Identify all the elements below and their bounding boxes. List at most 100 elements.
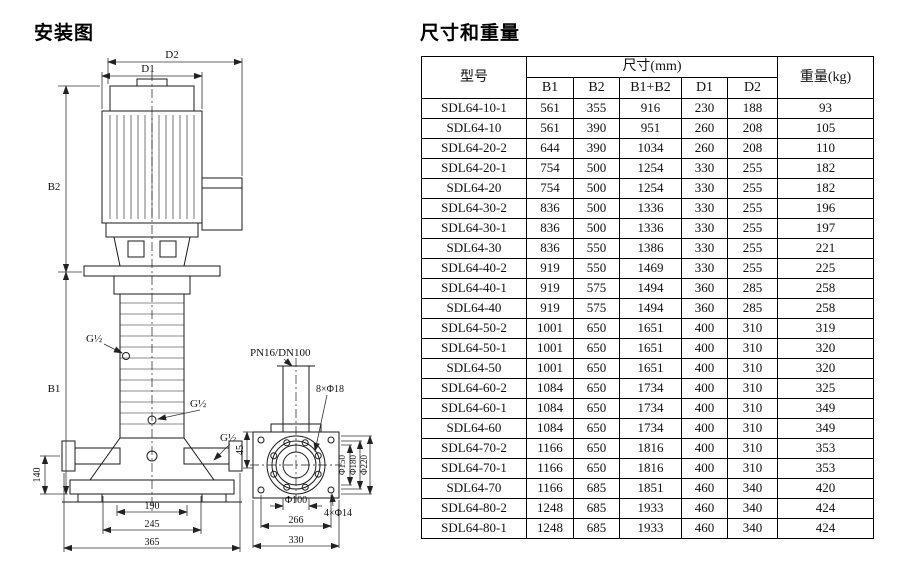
b1-b2-cell: 1651	[619, 358, 682, 379]
b2-cell: 390	[573, 118, 620, 139]
b1-b2-cell: 1651	[619, 318, 682, 339]
b2-cell: 650	[573, 318, 620, 339]
d2-cell: 340	[727, 518, 778, 539]
d1-cell: 460	[681, 518, 728, 539]
pump-outline	[61, 72, 243, 512]
b1-cell: 644	[526, 138, 574, 159]
weight-cell: 420	[777, 478, 874, 499]
model-cell: SDL64-30-1	[421, 218, 527, 239]
dim-label-140: 140	[32, 468, 43, 483]
b1-b2-cell: 1254	[619, 178, 682, 199]
model-cell: SDL64-70-1	[421, 458, 527, 479]
b2-cell: 685	[573, 478, 620, 499]
weight-cell: 110	[777, 138, 874, 159]
model-cell: SDL64-20-2	[421, 138, 527, 159]
model-cell: SDL64-70	[421, 478, 527, 499]
b2-cell: 575	[573, 278, 620, 299]
model-cell: SDL64-30-2	[421, 198, 527, 219]
b1-cell: 1001	[526, 338, 574, 359]
dimension-labels: D2 D1 B2 B1 140 G½ G½ G½ PN16/DN100 8×Φ1…	[32, 49, 369, 548]
d1-cell: 400	[681, 378, 728, 399]
b2-cell: 685	[573, 498, 620, 519]
weight-cell: 105	[777, 118, 874, 139]
d1-cell: 360	[681, 278, 728, 299]
model-cell: SDL64-80-1	[421, 518, 527, 539]
port-label-g-half-top: G½	[86, 333, 102, 345]
header-b1b2: B1+B2	[619, 77, 682, 99]
dim-label-phi150: Φ150	[337, 454, 347, 475]
b1-b2-cell: 1254	[619, 158, 682, 179]
b1-b2-cell: 1336	[619, 198, 682, 219]
b2-cell: 650	[573, 378, 620, 399]
d1-cell: 460	[681, 478, 728, 499]
weight-cell: 319	[777, 318, 874, 339]
dim-label-330: 330	[289, 535, 304, 546]
b1-cell: 1084	[526, 418, 574, 439]
b1-cell: 1166	[526, 478, 574, 499]
header-d1: D1	[681, 77, 728, 99]
model-cell: SDL64-30	[421, 238, 527, 259]
flange-detail	[250, 358, 342, 502]
weight-cell: 197	[777, 218, 874, 239]
model-cell: SDL64-20	[421, 178, 527, 199]
b2-cell: 575	[573, 298, 620, 319]
port-label-g-half-low: G½	[220, 432, 236, 444]
b1-cell: 1001	[526, 318, 574, 339]
b1-cell: 561	[526, 98, 574, 119]
port-label-g-half-mid: G½	[190, 398, 206, 410]
model-cell: SDL64-60-2	[421, 378, 527, 399]
b1-b2-cell: 1734	[619, 418, 682, 439]
table-title: 尺寸和重量	[420, 23, 521, 44]
header-size-group: 尺寸(mm)	[526, 56, 778, 78]
b1-b2-cell: 1494	[619, 298, 682, 319]
d2-cell: 310	[727, 458, 778, 479]
d2-cell: 310	[727, 318, 778, 339]
d1-cell: 400	[681, 358, 728, 379]
d2-cell: 188	[727, 98, 778, 119]
dim-label-245: 245	[145, 519, 160, 530]
weight-cell: 325	[777, 378, 874, 399]
weight-cell: 349	[777, 418, 874, 439]
installation-drawing: D2 D1 B2 B1 140 G½ G½ G½ PN16/DN100 8×Φ1…	[32, 49, 374, 552]
model-cell: SDL64-50-2	[421, 318, 527, 339]
b1-b2-cell: 951	[619, 118, 682, 139]
dim-label-phi220: Φ220	[359, 454, 369, 475]
b2-cell: 650	[573, 398, 620, 419]
weight-cell: 258	[777, 298, 874, 319]
diagram-title: 安装图	[34, 23, 95, 44]
d1-cell: 400	[681, 338, 728, 359]
header-b2: B2	[573, 77, 620, 99]
header-d2: D2	[727, 77, 778, 99]
dimensions-weight-table: 型号 尺寸(mm) 重量(kg) B1 B2 B1+B2 D1 D2 SDL64…	[421, 56, 874, 539]
header-row-2: B1 B2 B1+B2 D1 D2	[422, 77, 874, 99]
b1-b2-cell: 1034	[619, 138, 682, 159]
weight-cell: 424	[777, 518, 874, 539]
weight-cell: 182	[777, 158, 874, 179]
weight-cell: 258	[777, 278, 874, 299]
b1-cell: 561	[526, 118, 574, 139]
d2-cell: 208	[727, 138, 778, 159]
b1-cell: 919	[526, 278, 574, 299]
d2-cell: 310	[727, 358, 778, 379]
b1-cell: 754	[526, 178, 574, 199]
stage-ribs	[120, 302, 184, 425]
model-cell: SDL64-70-2	[421, 438, 527, 459]
motor-fins	[109, 115, 195, 219]
d1-cell: 330	[681, 238, 728, 259]
b2-cell: 685	[573, 518, 620, 539]
d2-cell: 310	[727, 418, 778, 439]
d1-cell: 400	[681, 438, 728, 459]
b1-b2-cell: 1469	[619, 258, 682, 279]
b2-cell: 650	[573, 418, 620, 439]
